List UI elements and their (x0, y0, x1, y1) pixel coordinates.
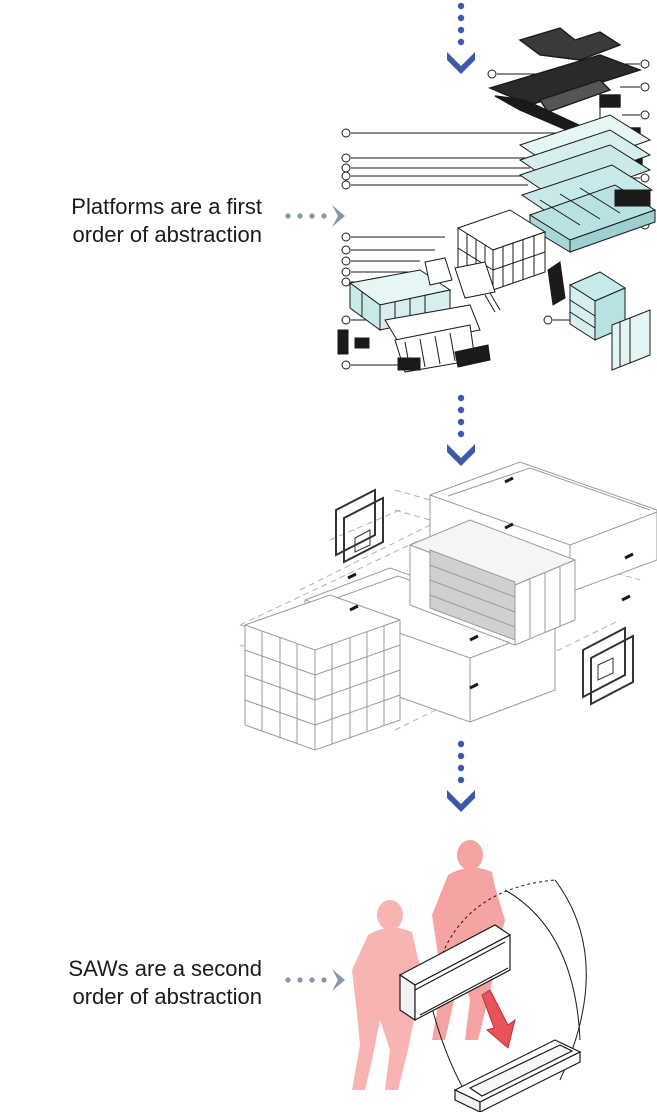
caption-platforms: Platforms are a first order of abstracti… (0, 193, 262, 249)
flow-arrow-down-2-icon (447, 394, 475, 466)
caption-saws: SAWs are a second order of abstraction (0, 955, 262, 1011)
direction-arrow-red-icon (481, 989, 516, 1049)
cabinet-array (244, 594, 401, 751)
lower-left-structure (337, 257, 501, 373)
flow-arrow-down-1-icon (447, 2, 475, 74)
platform-module-diagram (239, 461, 657, 751)
right-teal-module (547, 261, 651, 371)
teal-floor-plates (518, 114, 657, 253)
pointer-arrow-saws-icon (285, 969, 345, 991)
frame-symbol-left-icon (335, 488, 384, 564)
saw-channel-lower (453, 1039, 582, 1112)
saw-channel-upper (398, 924, 512, 1022)
caption-platforms-line1: Platforms are a first (71, 194, 262, 219)
exploded-platform-diagram (337, 27, 657, 373)
frame-symbol-right-icon (582, 626, 634, 706)
pointer-arrow-platforms-icon (285, 205, 345, 227)
caption-saws-line2: order of abstraction (72, 984, 262, 1009)
caption-saws-line1: SAWs are a second (68, 956, 262, 981)
saw-component-diagram (352, 840, 587, 1112)
flow-arrow-down-3-icon (447, 740, 475, 812)
connector-marks (347, 476, 634, 690)
central-shaded-block (408, 519, 577, 646)
caption-platforms-line2: order of abstraction (72, 222, 262, 247)
